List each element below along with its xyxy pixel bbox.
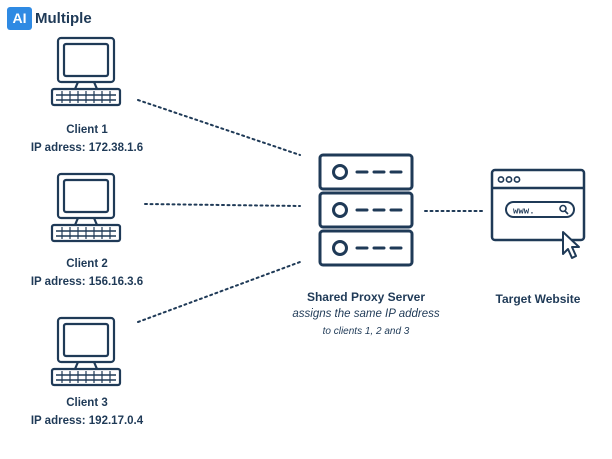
client1-computer-icon [50, 36, 122, 107]
client3-label: Client 3 IP adress: 192.17.0.4 [12, 394, 162, 430]
browser-url-text: www. [513, 207, 535, 217]
client2-ip: IP adress: 156.16.3.6 [30, 276, 144, 288]
server-label: Shared Proxy Server assigns the same IP … [266, 289, 466, 340]
client3-ip: IP adress: 192.17.0.4 [30, 415, 144, 427]
server-title: Shared Proxy Server [306, 290, 426, 304]
cursor-icon [562, 231, 580, 259]
logo-text: Multiple [35, 10, 92, 27]
target-website-label: Target Website [495, 292, 581, 306]
connector-client2 [144, 203, 301, 207]
server-stack-icon [318, 153, 414, 267]
server-subtitle: assigns the same IP address [292, 308, 440, 320]
client3-name: Client 3 [66, 397, 108, 409]
client3-computer-icon [50, 316, 122, 387]
client2-name: Client 2 [66, 258, 108, 270]
brand-logo: AI Multiple [7, 7, 92, 30]
browser-window-icon [490, 168, 586, 242]
logo-badge: AI [7, 7, 32, 30]
client1-ip: IP adress: 172.38.1.6 [30, 142, 144, 154]
client2-label: Client 2 IP adress: 156.16.3.6 [12, 255, 162, 291]
connector-client3 [137, 261, 301, 323]
client1-name: Client 1 [66, 124, 108, 136]
server-note: to clients 1, 2 and 3 [322, 326, 410, 337]
connector-client1 [137, 99, 301, 156]
client1-label: Client 1 IP adress: 172.38.1.6 [12, 121, 162, 157]
client2-computer-icon [50, 172, 122, 243]
